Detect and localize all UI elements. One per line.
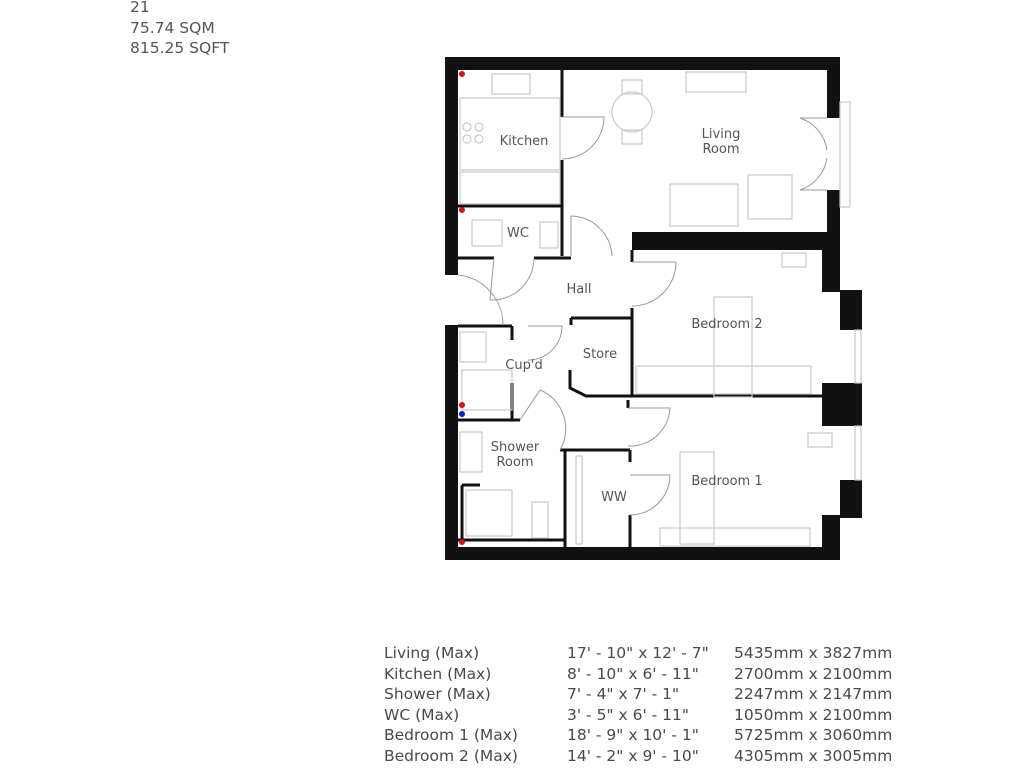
hot-water-marker	[459, 402, 465, 408]
label-ww: WW	[601, 490, 627, 505]
imperial-size: 14' - 2" x 9' - 10"	[567, 746, 699, 765]
label-cupd: Cup'd	[505, 358, 542, 373]
label-wc: WC	[507, 226, 529, 241]
windows	[839, 101, 862, 481]
plot-number: 21	[130, 0, 150, 16]
table-row: Kitchen (Max) 8' - 10" x 6' - 11" 2700mm x…	[384, 664, 892, 685]
room-labels: Kitchen Living Room WC Hall Bedroom 2 Cu…	[491, 127, 763, 505]
imperial-size: 18' - 9" x 10' - 1"	[567, 726, 699, 745]
label-bedroom-2: Bedroom 2	[691, 317, 762, 332]
label-living-1: Living	[702, 127, 741, 142]
hot-water-marker	[459, 539, 465, 545]
cold-water-marker	[459, 411, 465, 417]
metric-size: 4305mm x 3005mm	[734, 746, 893, 765]
table-row: WC (Max) 3' - 5" x 6' - 11" 1050mm x 2100m…	[384, 705, 892, 726]
label-store: Store	[583, 347, 617, 362]
label-hall: Hall	[567, 282, 592, 297]
room-name: Kitchen (Max)	[384, 664, 492, 683]
imperial-size: 17' - 10" x 12' - 7"	[567, 644, 709, 662]
metric-size: 2700mm x 2100mm	[734, 664, 893, 683]
room-name: Shower (Max)	[384, 685, 491, 704]
label-shower-1: Shower	[491, 440, 540, 455]
room-dimensions-table: Living (Max) 17' - 10" x 12' - 7" 5435mm x…	[384, 643, 892, 767]
metric-size: 5725mm x 3060mm	[734, 726, 893, 745]
inner-walls	[458, 70, 840, 547]
label-bedroom-1: Bedroom 1	[691, 474, 762, 489]
label-living-2: Room	[702, 142, 739, 157]
room-name: Living (Max)	[384, 644, 480, 662]
table-row: Bedroom 1 (Max) 18' - 9" x 10' - 1" 5725mm…	[384, 725, 892, 746]
room-name: Bedroom 1 (Max)	[384, 726, 518, 745]
area-sqft: 815.25 SQFT	[130, 39, 230, 57]
metric-size: 2247mm x 2147mm	[734, 685, 893, 704]
table-row: Bedroom 2 (Max) 14' - 2" x 9' - 10" 4305mm…	[384, 746, 892, 767]
room-name: WC (Max)	[384, 705, 460, 724]
outer-walls	[445, 57, 862, 560]
metric-size: 1050mm x 2100mm	[734, 705, 893, 724]
room-name: Bedroom 2 (Max)	[384, 746, 518, 765]
hot-water-marker	[459, 71, 465, 77]
table-row: Living (Max) 17' - 10" x 12' - 7" 5435mm x…	[384, 643, 892, 664]
imperial-size: 7' - 4" x 7' - 1"	[567, 685, 680, 704]
imperial-size: 3' - 5" x 6' - 11"	[567, 705, 690, 724]
service-markers	[459, 71, 465, 545]
table-row: Shower (Max) 7' - 4" x 7' - 1" 2247mm x 21…	[384, 684, 892, 705]
furniture	[459, 71, 833, 547]
metric-size: 5435mm x 3827mm	[734, 644, 893, 662]
doors	[457, 116, 828, 516]
area-sqm: 75.74 SQM	[130, 18, 215, 37]
label-kitchen: Kitchen	[500, 134, 549, 149]
label-shower-2: Room	[496, 455, 533, 470]
plot-summary: 21 75.74 SQM 815.25 SQFT	[130, 0, 229, 59]
hot-water-marker	[459, 207, 465, 213]
imperial-size: 8' - 10" x 6' - 11"	[567, 664, 699, 683]
